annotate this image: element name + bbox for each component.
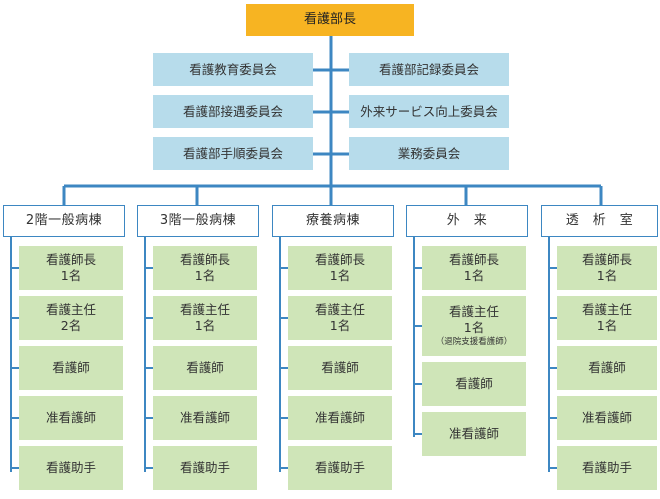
staff-box-nursing-aide: 看護助手 [19, 446, 123, 490]
staff-box-nursing-aide: 看護助手 [557, 446, 657, 490]
staff-count: 1名 [463, 268, 485, 283]
committee-right-1: 看護部記録委員会 [349, 53, 509, 86]
committee-left-3: 看護部手順委員会 [153, 137, 313, 170]
staff-count: 2名 [60, 318, 82, 333]
staff-box-assistant-nurse: 准看護師 [19, 396, 123, 440]
committee-label: 看護部手順委員会 [182, 145, 283, 161]
committee-right-3: 業務委員会 [349, 137, 509, 170]
staff-note: （退院支援看護師） [435, 337, 513, 348]
staff-box-nurse: 看護師 [422, 362, 526, 406]
staff-box-head-nurse: 看護師長 1名 [19, 246, 123, 290]
committee-label: 外来サービス向上委員会 [360, 103, 498, 119]
dept-name: 透 析 室 [565, 212, 634, 228]
staff-box-chief-nurse: 看護主任 1名 [288, 296, 392, 340]
staff-title: 准看護師 [45, 410, 96, 426]
staff-title: 看護助手 [581, 460, 632, 476]
staff-title: 看護師 [52, 360, 90, 376]
committee-left-1: 看護教育委員会 [153, 53, 313, 86]
staff-count: 1名 [194, 318, 216, 333]
staff-count: 1名 [596, 268, 618, 283]
staff-box-assistant-nurse: 准看護師 [288, 396, 392, 440]
committee-right-2: 外来サービス向上委員会 [349, 95, 509, 128]
staff-box-head-nurse: 看護師長 1名 [288, 246, 392, 290]
staff-box-nursing-aide: 看護助手 [153, 446, 257, 490]
staff-title: 看護師 [455, 376, 493, 392]
staff-title: 看護師 [588, 360, 626, 376]
committee-label: 看護教育委員会 [189, 61, 277, 77]
staff-box-nurse: 看護師 [153, 346, 257, 390]
dept-box-recuperation: 療養病棟 [272, 205, 394, 237]
staff-box-head-nurse: 看護師長 1名 [557, 246, 657, 290]
dept-name: 療養病棟 [305, 212, 360, 228]
staff-title: 看護師長 [448, 252, 499, 268]
staff-box-nursing-aide: 看護助手 [288, 446, 392, 490]
staff-box-chief-nurse: 看護主任 2名 [19, 296, 123, 340]
staff-box-nurse: 看護師 [557, 346, 657, 390]
staff-title: 看護主任 [314, 302, 365, 318]
nursing-director-label: 看護部長 [303, 11, 356, 27]
staff-count: 1名 [463, 319, 485, 335]
staff-title: 看護師 [321, 360, 359, 376]
staff-title: 看護助手 [45, 460, 96, 476]
staff-count: 1名 [596, 318, 618, 333]
staff-title: 看護助手 [179, 460, 230, 476]
staff-title: 准看護師 [179, 410, 230, 426]
staff-box-head-nurse: 看護師長 1名 [422, 246, 526, 290]
committee-label: 業務委員会 [397, 145, 461, 161]
staff-title: 准看護師 [314, 410, 365, 426]
dept-box-dialysis: 透 析 室 [541, 205, 658, 237]
dept-name: 外 来 [446, 212, 488, 228]
staff-box-assistant-nurse: 准看護師 [153, 396, 257, 440]
staff-box-nurse: 看護師 [288, 346, 392, 390]
dept-box-outpatient: 外 来 [406, 205, 528, 237]
committee-label: 看護部記録委員会 [378, 61, 479, 77]
staff-box-assistant-nurse: 准看護師 [557, 396, 657, 440]
nursing-director-box: 看護部長 [246, 4, 414, 36]
staff-title: 看護主任 [448, 304, 499, 320]
dept-box-2f-general: 2階一般病棟 [3, 205, 125, 237]
staff-box-head-nurse: 看護師長 1名 [153, 246, 257, 290]
committee-left-2: 看護部接遇委員会 [153, 95, 313, 128]
staff-title: 看護師 [186, 360, 224, 376]
staff-title: 看護主任 [179, 302, 230, 318]
staff-title: 看護主任 [45, 302, 96, 318]
dept-box-3f-general: 3階一般病棟 [137, 205, 259, 237]
committee-label: 看護部接遇委員会 [182, 103, 283, 119]
dept-name: 3階一般病棟 [159, 212, 237, 228]
staff-count: 1名 [329, 268, 351, 283]
staff-count: 1名 [194, 268, 216, 283]
staff-title: 准看護師 [448, 426, 499, 442]
staff-count: 1名 [60, 268, 82, 283]
staff-box-chief-nurse: 看護主任 1名 [153, 296, 257, 340]
staff-title: 看護主任 [581, 302, 632, 318]
staff-box-chief-nurse: 看護主任 1名 [557, 296, 657, 340]
staff-box-chief-nurse: 看護主任 1名 （退院支援看護師） [422, 296, 526, 356]
staff-box-nurse: 看護師 [19, 346, 123, 390]
staff-title: 看護師長 [179, 252, 230, 268]
staff-box-assistant-nurse: 准看護師 [422, 412, 526, 456]
staff-title: 准看護師 [581, 410, 632, 426]
dept-name: 2階一般病棟 [25, 212, 103, 228]
staff-title: 看護師長 [581, 252, 632, 268]
staff-title: 看護助手 [314, 460, 365, 476]
staff-title: 看護師長 [314, 252, 365, 268]
staff-count: 1名 [329, 318, 351, 333]
staff-title: 看護師長 [45, 252, 96, 268]
